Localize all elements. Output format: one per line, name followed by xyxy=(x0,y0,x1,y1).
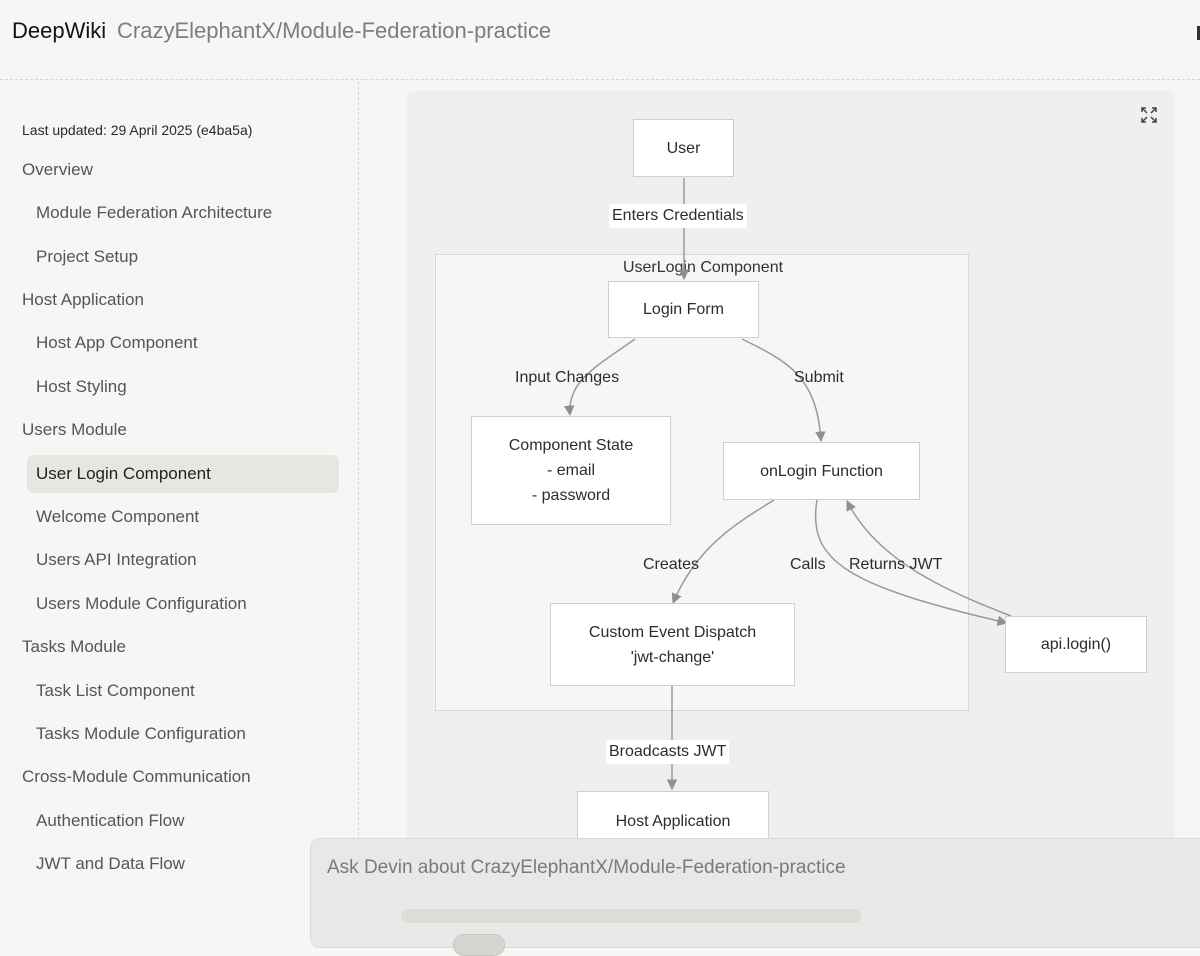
sidebar-item-tasks-module-configuration[interactable]: Tasks Module Configuration xyxy=(36,724,246,743)
sidebar-item-overview[interactable]: Overview xyxy=(22,160,93,179)
sidebar-item-users-api-integration[interactable]: Users API Integration xyxy=(36,550,197,569)
sidebar-item-jwt-and-data-flow[interactable]: JWT and Data Flow xyxy=(36,854,185,873)
label-broadcasts-jwt: Broadcasts JWT xyxy=(606,740,730,764)
sidebar-item-module-federation-architecture[interactable]: Module Federation Architecture xyxy=(36,203,273,222)
sidebar-item-authentication-flow[interactable]: Authentication Flow xyxy=(36,811,185,830)
node-login-form[interactable]: Login Form xyxy=(608,281,759,338)
node-onlogin-function[interactable]: onLogin Function xyxy=(723,442,920,500)
sidebar-item-host-styling[interactable]: Host Styling xyxy=(36,377,127,396)
brand-logo[interactable]: DeepWiki xyxy=(12,18,107,43)
ask-devin-box[interactable]: Ask Devin about CrazyElephantX/Module-Fe… xyxy=(310,838,1200,956)
diagram-panel: UserLogin Component User Login Form Comp… xyxy=(407,91,1175,851)
sidebar-item-user-login-component[interactable]: User Login Component xyxy=(27,455,339,493)
sidebar: Last updated: 29 April 2025 (e4ba5a) Ove… xyxy=(0,82,359,940)
sidebar-item-cross-module-communication[interactable]: Cross-Module Communication xyxy=(22,767,251,786)
sidebar-item-host-app-component[interactable]: Host App Component xyxy=(36,333,198,352)
label-returns-jwt: Returns JWT xyxy=(849,556,943,573)
node-component-state[interactable]: Component State - email - password xyxy=(471,416,671,525)
sidebar-item-welcome-component[interactable]: Welcome Component xyxy=(36,507,200,526)
sidebar-item-task-list-component[interactable]: Task List Component xyxy=(36,681,195,700)
node-user[interactable]: User xyxy=(633,119,734,177)
node-custom-event-dispatch[interactable]: Custom Event Dispatch 'jwt-change' xyxy=(550,603,795,686)
edge-input-changes xyxy=(563,338,636,417)
expand-icon[interactable] xyxy=(1138,104,1160,126)
repo-title[interactable]: CrazyElephantX/Module-Federation-practic… xyxy=(117,18,552,43)
node-api-login[interactable]: api.login() xyxy=(1005,616,1147,673)
label-submit: Submit xyxy=(794,369,844,386)
edge-calls xyxy=(814,499,1009,626)
label-creates: Creates xyxy=(643,556,700,573)
deep-research-toggle[interactable] xyxy=(453,934,505,956)
edge-submit xyxy=(741,338,826,443)
sidebar-item-users-module[interactable]: Users Module xyxy=(22,420,127,439)
edge-creates xyxy=(671,499,775,604)
ask-blurred-hint xyxy=(401,909,861,923)
label-enters-credentials: Enters Credentials xyxy=(609,204,747,228)
label-input-changes: Input Changes xyxy=(515,369,620,386)
label-calls: Calls xyxy=(790,556,826,573)
sidebar-item-project-setup[interactable]: Project Setup xyxy=(36,247,139,266)
last-updated: Last updated: 29 April 2025 (e4ba5a) xyxy=(22,122,253,138)
ask-devin-input[interactable]: Ask Devin about CrazyElephantX/Module-Fe… xyxy=(327,857,846,878)
diagram-edges xyxy=(563,178,1012,791)
sidebar-item-host-application[interactable]: Host Application xyxy=(22,290,144,309)
sidebar-item-tasks-module[interactable]: Tasks Module xyxy=(22,637,126,656)
group-title: UserLogin Component xyxy=(622,259,784,276)
edge-returns-jwt xyxy=(846,500,1012,617)
top-header: DeepWiki CrazyElephantX/Module-Federatio… xyxy=(0,0,1200,80)
header-edge-icon[interactable] xyxy=(1197,26,1200,40)
sidebar-item-users-module-configuration[interactable]: Users Module Configuration xyxy=(36,594,247,613)
